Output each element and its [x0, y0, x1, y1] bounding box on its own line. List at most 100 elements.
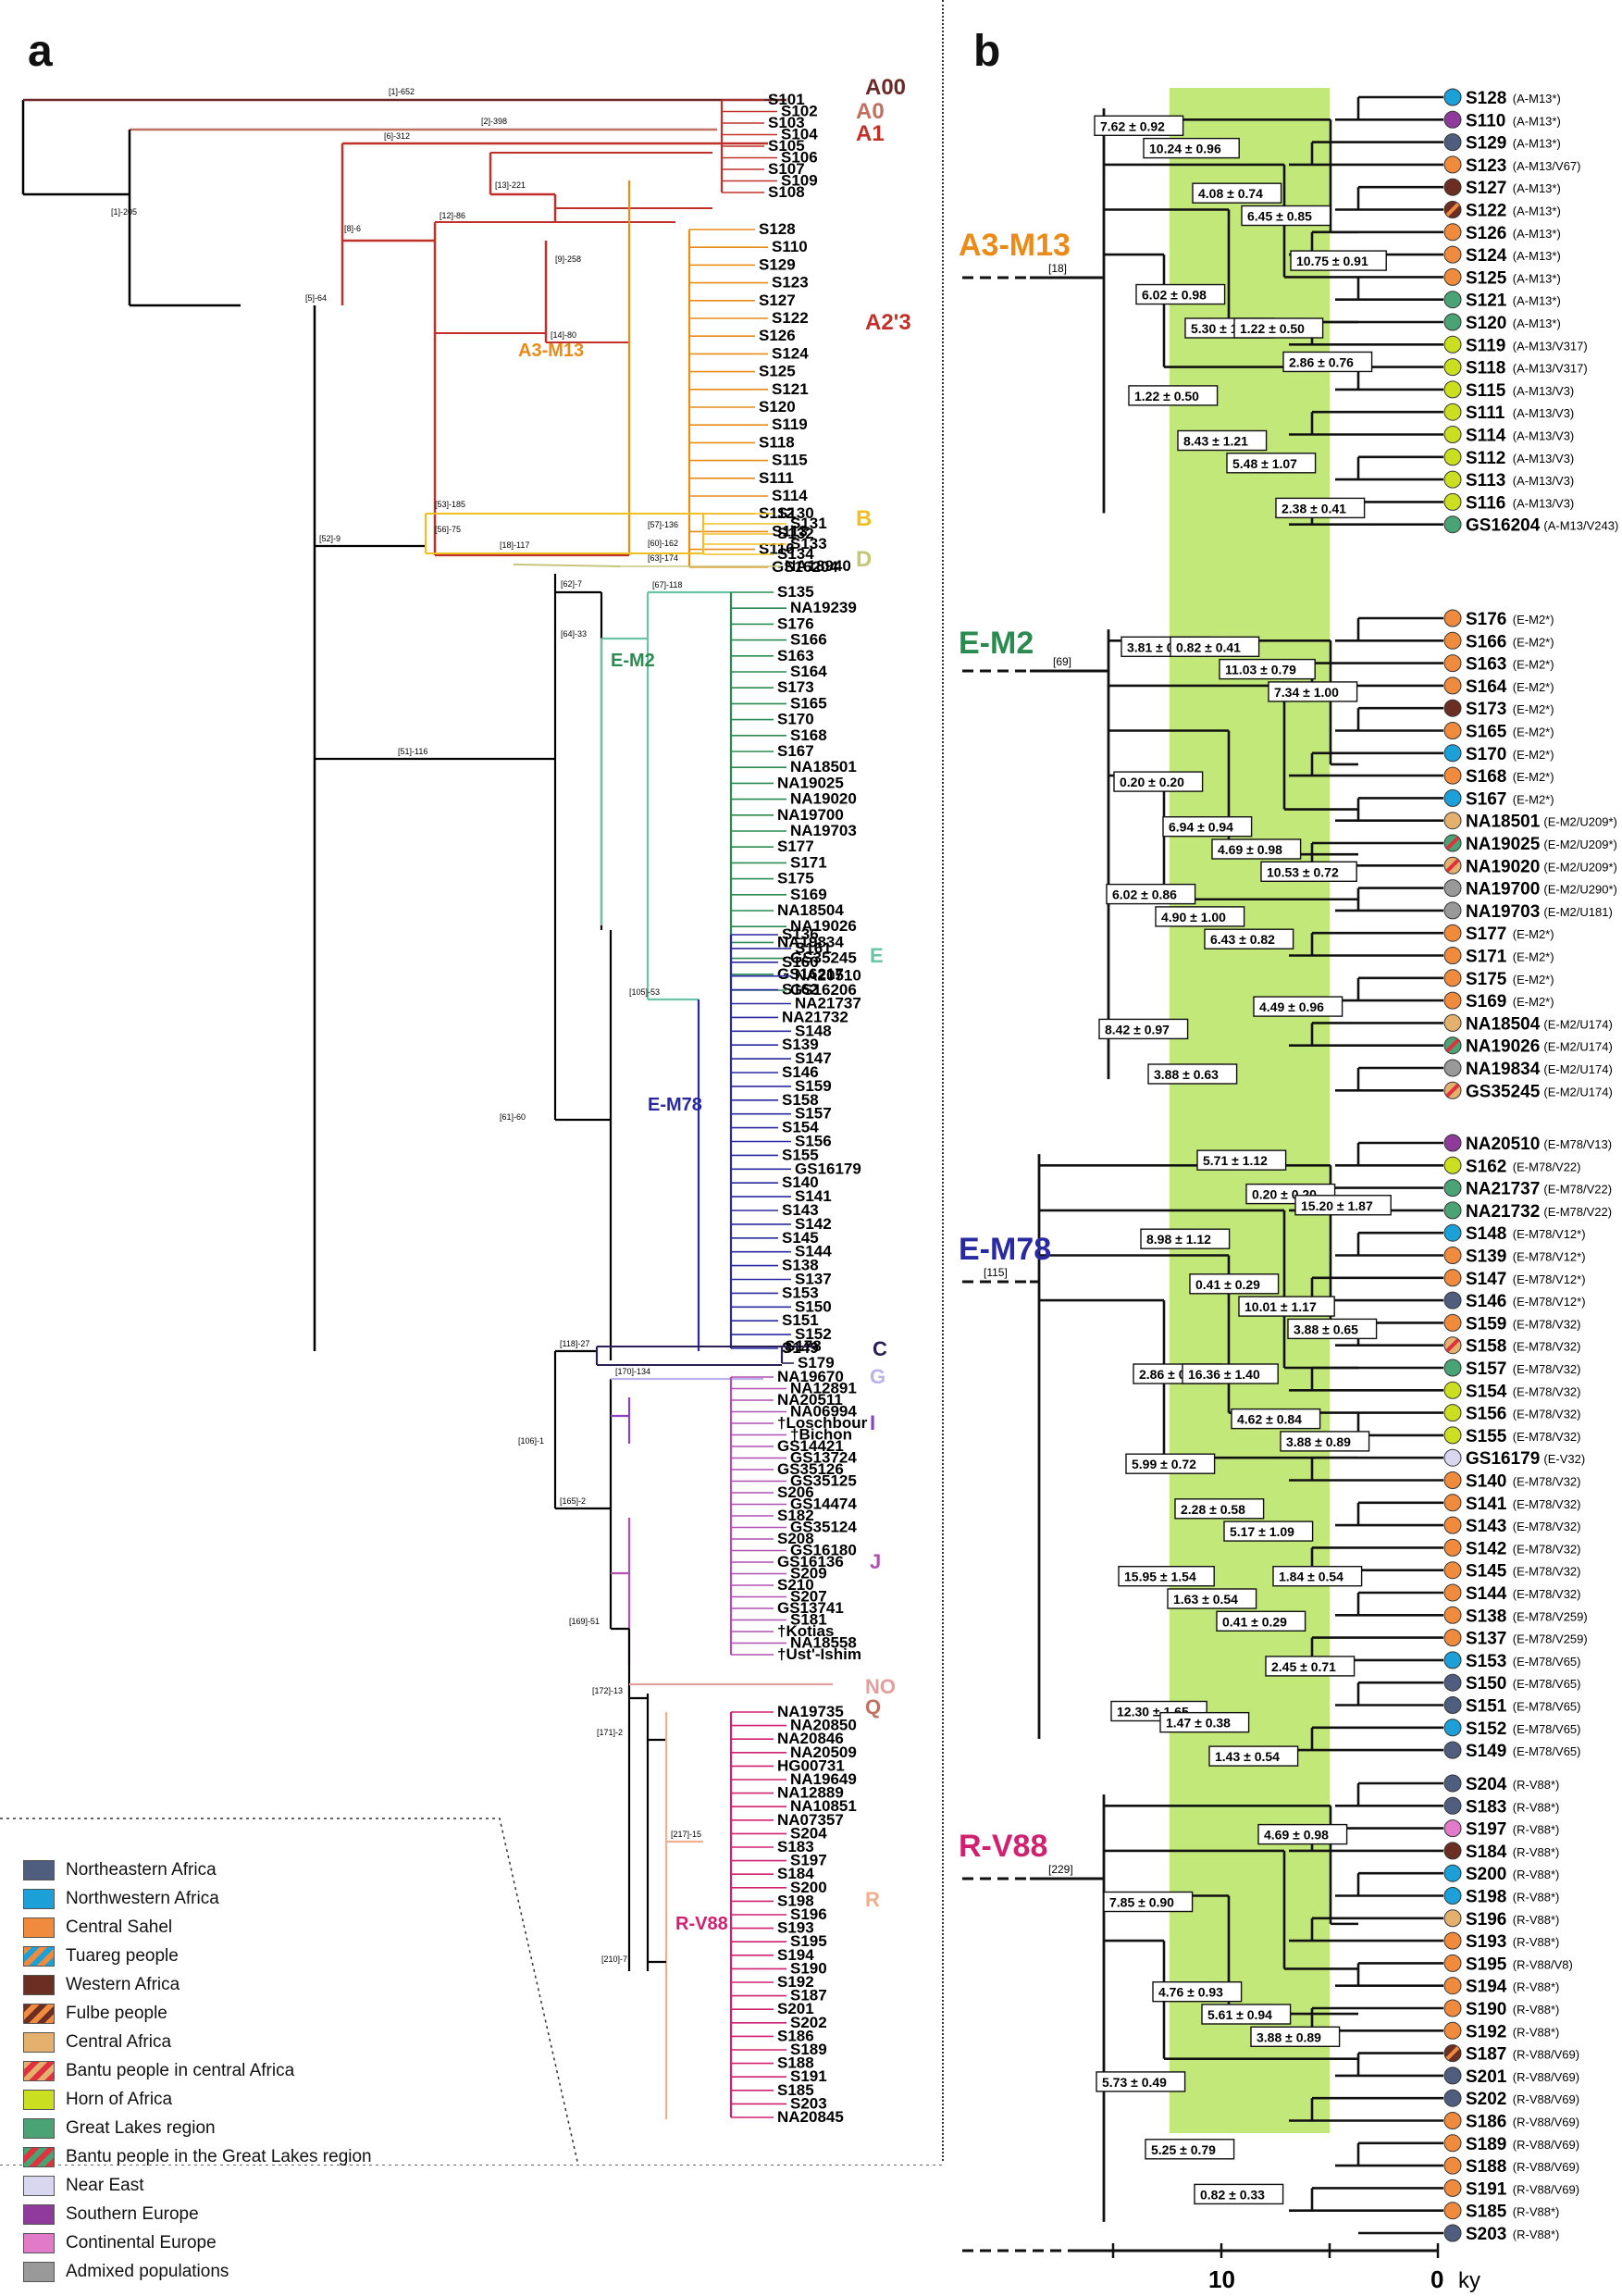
sample-label: NA19020	[790, 790, 857, 808]
haplogroup-tag: (E-M2*)	[1513, 702, 1554, 716]
sample-label: S188	[1466, 2157, 1506, 2177]
sample-label: S195	[1466, 1955, 1507, 1974]
date-box-frame	[1152, 1980, 1243, 2003]
date-box-frame	[1241, 205, 1331, 227]
sample-label: S168	[790, 726, 827, 744]
date-value: 3.88 ± 0.63	[1154, 1067, 1219, 1082]
haplogroup-tag: (R-V88*)	[1513, 2003, 1560, 2017]
sample-label: S203	[790, 2094, 827, 2112]
date-box: 1.22 ± 0.50	[1233, 317, 1324, 339]
legend-swatch	[23, 2117, 55, 2139]
sample-label: S122	[1466, 202, 1506, 221]
sample-label: S203	[1466, 2225, 1506, 2244]
date-box: 5.17 ± 1.09	[1223, 1520, 1314, 1542]
branch-label: [172]-13	[592, 1686, 623, 1695]
sample-label: S101	[768, 91, 805, 108]
r-samples: NA19735NA20850NA20846NA20509HG00731NA196…	[729, 1703, 857, 2126]
branch-label: [18]	[1048, 262, 1067, 275]
panel-label-b: b	[973, 27, 1001, 76]
date-box: 0.41 ± 0.29	[1216, 1610, 1306, 1632]
date-box-frame	[1194, 2183, 1284, 2205]
haplogroup-label: R-V88	[675, 1914, 728, 1934]
haplogroup-tag: (A-M13/V3)	[1513, 406, 1574, 420]
sample-label: S162	[782, 981, 819, 999]
sample-label: S138	[782, 1257, 819, 1274]
population-dot	[1443, 1673, 1462, 1692]
sample-label: S129	[1466, 134, 1506, 154]
haplogroup-tag: (E-M78/V32)	[1513, 1408, 1581, 1421]
date-box: 16.36 ± 1.40	[1182, 1363, 1279, 1384]
haplogroup-tag: (E-M78/V32)	[1513, 1430, 1581, 1444]
legend-label: Bantu people in central Africa	[66, 2060, 295, 2080]
population-dot	[1443, 2089, 1462, 2107]
haplogroup-tag: (E-M2*)	[1513, 658, 1554, 672]
sample-label: S110	[772, 238, 808, 255]
sample-label: S165	[790, 694, 827, 712]
branch-label: [229]	[1048, 1863, 1073, 1876]
sample-label: S186	[1466, 2113, 1506, 2132]
sample-label: S188	[777, 2054, 814, 2072]
date-box: 4.90 ± 1.00	[1155, 906, 1245, 927]
sample-label: S150	[795, 1297, 832, 1315]
sample-label: S177	[777, 838, 814, 855]
dot-stripe	[1445, 858, 1460, 873]
haplogroup-tag: (A-M13/V317)	[1513, 362, 1588, 376]
sample-label: NA18940	[785, 557, 851, 575]
haplogroup-label: E-M78	[648, 1095, 702, 1115]
haplogroup-tag: (E-M78/V32)	[1513, 1340, 1581, 1354]
date-value: 5.17 ± 1.09	[1230, 1524, 1294, 1539]
date-box: 6.45 ± 0.85	[1241, 205, 1331, 227]
legend-label: Southern Europe	[66, 2203, 199, 2224]
date-box-frame	[1140, 1228, 1231, 1249]
date-value: 5.71 ± 1.12	[1203, 1153, 1268, 1168]
sample-label: S158	[782, 1091, 819, 1109]
legend-swatch	[23, 2232, 55, 2253]
sample-label: S116	[1466, 493, 1505, 513]
sample-label: S191	[790, 2067, 827, 2085]
haplogroup-tag: (A-M13*)	[1513, 316, 1561, 330]
clade-r-v88: S204(R-V88*)S183(R-V88*)S197(R-V88*)S184…	[959, 1774, 1579, 2244]
branch-label: [169]-51	[569, 1617, 600, 1626]
haplogroup-label: Q	[865, 1695, 881, 1719]
population-dot	[1443, 722, 1462, 739]
sample-label: HG00731	[777, 1756, 845, 1774]
sample-label: S200	[1466, 1865, 1506, 1884]
haplogroup-label: G	[870, 1365, 885, 1388]
sample-label: S189	[1466, 2135, 1506, 2154]
axis-tick-label: 0	[1430, 2265, 1443, 2293]
population-dot	[1443, 1606, 1462, 1624]
sample-label: S124	[772, 344, 809, 362]
population-dot	[1443, 380, 1462, 399]
branch-label: [2]-398	[481, 117, 507, 126]
population-dot	[1443, 133, 1462, 152]
date-box: 10.24 ± 0.96	[1143, 137, 1240, 159]
sample-label: S201	[1466, 2067, 1507, 2087]
haplogroup-tag: (E-M2*)	[1513, 927, 1554, 941]
date-box: 15.95 ± 1.54	[1118, 1565, 1215, 1587]
haplogroup-tag: (E-M2*)	[1513, 950, 1554, 964]
sample-label: S153	[1466, 1652, 1506, 1671]
sample-label: S155	[782, 1146, 819, 1163]
date-value: 2.45 ± 0.71	[1271, 1659, 1336, 1674]
sample-label: S112	[1466, 449, 1505, 468]
branch-label: [217]-15	[671, 1830, 701, 1839]
sample-label: S195	[790, 1932, 827, 1950]
date-box-frame	[1238, 1296, 1335, 1317]
date-box-frame	[1128, 385, 1219, 406]
sample-label: GS13741	[777, 1599, 844, 1617]
date-value: 7.34 ± 1.00	[1274, 685, 1339, 700]
date-box-frame	[1125, 1453, 1216, 1474]
sample-label: S161	[795, 939, 832, 957]
sample-label: S149	[1466, 1742, 1506, 1761]
sample-label: GS35245	[790, 949, 857, 967]
date-value: 8.98 ± 1.12	[1146, 1232, 1211, 1247]
branch-label: [53]-185	[435, 500, 465, 509]
legend-swatch	[23, 2089, 55, 2110]
haplogroup-tag: (E-M2*)	[1513, 726, 1554, 739]
date-box: 1.84 ± 0.54	[1272, 1565, 1363, 1587]
haplogroup-label: J	[870, 1550, 881, 1573]
haplogroup-tag: (E-M78/V32)	[1513, 1497, 1581, 1511]
sample-label: †Bichon	[790, 1426, 852, 1444]
population-dot	[1443, 1201, 1462, 1220]
date-box-frame	[1170, 636, 1260, 657]
